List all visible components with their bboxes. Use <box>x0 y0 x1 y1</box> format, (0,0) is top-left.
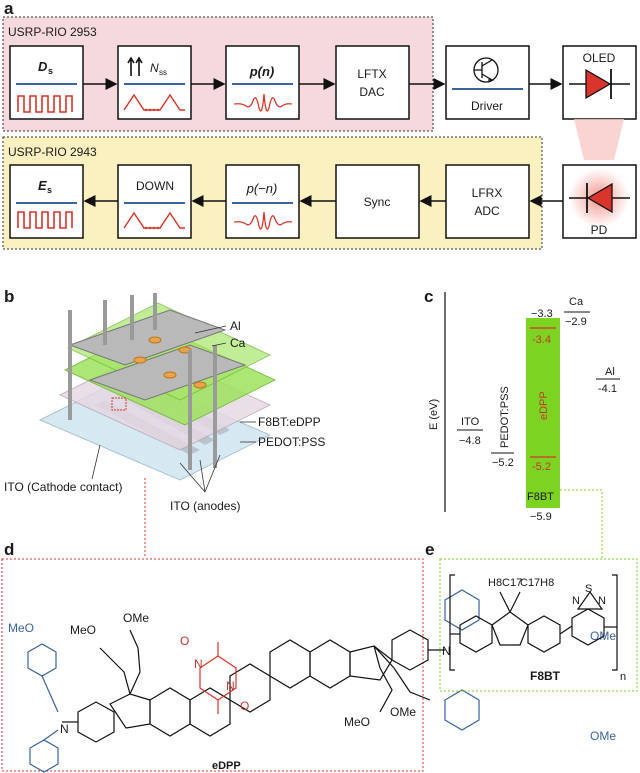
label-h8c17: H8C17 <box>488 577 522 589</box>
label-ito-level: ITO <box>461 416 480 428</box>
device-illustration <box>38 293 277 481</box>
atom-n2: N <box>226 679 235 693</box>
pminus-label: p(−n) <box>246 181 278 196</box>
ome-1: OMe <box>123 611 149 625</box>
f8bt-structure <box>449 574 618 671</box>
connector-f8bt <box>560 489 603 558</box>
val-4-1: -4.1 <box>598 383 617 395</box>
ds-sub: s <box>48 66 53 76</box>
ds-symbol: D <box>38 59 48 74</box>
label-c17h8: C17H8 <box>520 577 554 589</box>
label-pedot: PEDOT:PSS <box>258 435 325 449</box>
f8bt-bar <box>526 318 560 508</box>
es-sub: s <box>47 185 52 195</box>
block-driver: Driver <box>445 45 530 120</box>
label-f8bt-level: F8BT <box>527 491 554 503</box>
block-down: DOWN <box>117 164 192 239</box>
panel-label-c: c <box>424 287 433 306</box>
nss-sub: ss <box>159 68 167 77</box>
dac-label: DAC <box>359 85 385 99</box>
lftx-label: LFTX <box>357 67 386 81</box>
panel-label-a: a <box>4 0 14 18</box>
ome-2: OMe <box>390 705 416 719</box>
lfrx-label: LFRX <box>472 186 503 200</box>
group-usrp-2953-label: USRP-RIO 2953 <box>8 25 97 39</box>
panel-label-d: d <box>4 540 14 559</box>
meo-2: MeO <box>8 621 34 635</box>
atom-o1: O <box>180 634 189 648</box>
atom-n3: N <box>60 722 69 736</box>
panel-e-frame <box>439 558 638 692</box>
val-3-4: -3.4 <box>532 334 551 346</box>
group-usrp-2943-label: USRP-RIO 2943 <box>8 145 97 159</box>
val-5-2-edpp: -5.2 <box>532 461 551 473</box>
block-nss: N ss <box>117 45 192 120</box>
val-2-9: −2.9 <box>565 316 587 328</box>
edpp-name: eDPP <box>212 760 241 772</box>
oled-label: OLED <box>583 51 616 65</box>
label-al-level: Al <box>605 366 615 378</box>
meo-3: MeO <box>344 715 370 729</box>
pd-label: PD <box>591 223 608 237</box>
atom-n1: N <box>194 657 203 671</box>
block-pminus: p(−n) <box>225 164 300 239</box>
block-lftx-dac: LFTX DAC <box>335 45 410 120</box>
repeat-n: n <box>620 671 626 683</box>
nss-symbol: N <box>150 61 159 75</box>
es-symbol: E <box>38 178 47 193</box>
meo-1: MeO <box>70 623 96 637</box>
label-ca-level: Ca <box>569 296 584 308</box>
panel-label-e: e <box>425 540 434 559</box>
pn-label: p(n) <box>249 64 275 79</box>
panel-d-frame <box>1 558 424 772</box>
label-ito-anodes: ITO (anodes) <box>170 499 240 513</box>
driver-label: Driver <box>471 99 503 113</box>
atom-n-left: N <box>572 595 580 607</box>
label-ito-cathode: ITO (Cathode contact) <box>4 480 123 494</box>
label-ca: Ca <box>230 336 246 350</box>
down-label: DOWN <box>136 179 174 193</box>
val-5-2-pedot: −5.2 <box>492 457 514 469</box>
device-pointers <box>91 325 256 493</box>
block-sync: Sync <box>335 164 420 239</box>
block-oled: OLED <box>562 45 637 120</box>
block-lfrx-adc: LFRX ADC <box>445 164 530 239</box>
atom-n-right: N <box>598 595 606 607</box>
label-edpp-level: eDPP <box>538 391 550 420</box>
val-4-8: −4.8 <box>459 435 481 447</box>
sync-label: Sync <box>364 195 391 209</box>
val-5-9: −5.9 <box>530 511 552 523</box>
f8bt-name: F8BT <box>530 669 561 683</box>
atom-s: S <box>585 583 592 595</box>
val-3-3: −3.3 <box>531 308 553 320</box>
ome-4: OMe <box>590 729 616 743</box>
atom-o2: O <box>240 699 249 713</box>
block-pn: p(n) <box>225 45 300 120</box>
panel-label-b: b <box>4 287 14 306</box>
adc-label: ADC <box>474 204 500 218</box>
light-beam <box>574 119 624 160</box>
edpp-structure <box>27 589 480 773</box>
energy-axis-label: E (eV) <box>428 399 440 430</box>
block-pd: PD <box>562 164 637 239</box>
atom-n4: N <box>442 644 451 658</box>
label-al: Al <box>230 319 241 333</box>
label-pedot-level: PEDOT:PSS <box>499 386 511 448</box>
block-es: E s <box>9 164 84 239</box>
label-f8bt-edpp: F8BT:eDPP <box>258 415 321 429</box>
block-ds: D s <box>9 45 84 120</box>
